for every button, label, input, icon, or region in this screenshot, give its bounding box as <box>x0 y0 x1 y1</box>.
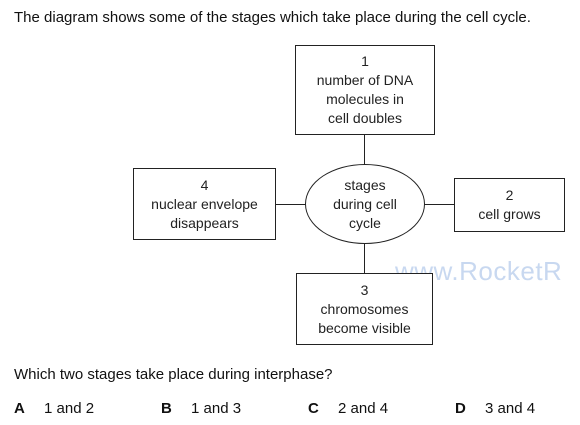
stage-2-box: 2 cell grows <box>454 178 565 232</box>
option-letter: D <box>455 400 466 417</box>
stage-1-box: 1 number of DNA molecules in cell double… <box>295 45 435 135</box>
option-letter: B <box>161 400 172 417</box>
connector-line-bottom <box>364 243 365 273</box>
stage-1-text-line: cell doubles <box>328 110 402 126</box>
option-text: 2 and 4 <box>338 400 389 417</box>
question-text: Which two stages take place during inter… <box>14 366 333 383</box>
stage-4-text-line: nuclear envelope <box>151 195 258 212</box>
stage-1-number: 1 <box>361 53 369 69</box>
option-text: 1 and 2 <box>44 400 95 417</box>
stage-3-text-line: become visible <box>318 319 411 336</box>
center-ellipse: stages during cell cycle <box>305 164 425 244</box>
stage-3-box: 3 chromosomes become visible <box>296 273 433 345</box>
connector-line-right <box>424 204 455 205</box>
option-a[interactable]: A 1 and 2 <box>14 400 94 417</box>
option-text: 3 and 4 <box>485 400 536 417</box>
stage-1-text-line: number of DNA <box>316 72 414 88</box>
connector-line-left <box>276 204 306 205</box>
stage-4-text-line: disappears <box>170 214 239 231</box>
center-text-line: during cell <box>333 195 397 212</box>
option-text: 1 and 3 <box>191 400 242 417</box>
stage-3-number: 3 <box>360 281 369 298</box>
option-d[interactable]: D 3 and 4 <box>455 400 535 417</box>
stage-4-box: 4 nuclear envelope disappears <box>133 168 276 240</box>
intro-text: The diagram shows some of the stages whi… <box>14 9 531 26</box>
stage-2-text-line: cell grows <box>478 206 541 222</box>
stage-1-text-line: molecules in <box>326 91 404 107</box>
option-c[interactable]: C 2 and 4 <box>308 400 388 417</box>
center-text-line: cycle <box>349 214 381 231</box>
connector-line-top <box>364 135 365 165</box>
option-letter: A <box>14 400 25 417</box>
option-b[interactable]: B 1 and 3 <box>161 400 241 417</box>
center-text-line: stages <box>344 176 386 193</box>
stage-2-number: 2 <box>505 187 514 203</box>
stage-4-number: 4 <box>200 176 209 193</box>
option-letter: C <box>308 400 319 417</box>
stage-3-text-line: chromosomes <box>320 300 409 317</box>
